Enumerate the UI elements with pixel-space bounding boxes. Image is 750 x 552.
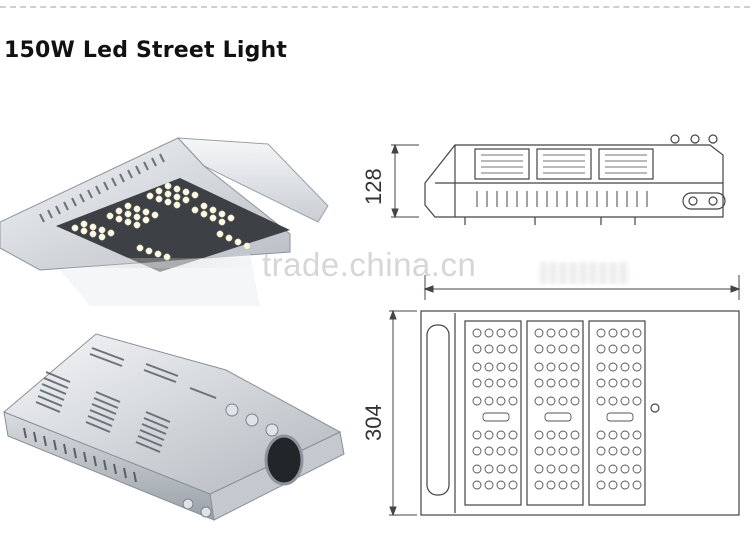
housing-back-photo xyxy=(3,333,345,521)
led-face-photo xyxy=(0,137,329,306)
side-height-label: 128 xyxy=(361,168,386,205)
page-title: 150W Led Street Light xyxy=(4,38,288,63)
watermark-text: trade.china.cn xyxy=(262,246,477,283)
top-divider xyxy=(0,6,750,8)
plan-view xyxy=(420,310,740,516)
plan-depth-label: 304 xyxy=(361,404,386,441)
watermark-band xyxy=(40,258,255,268)
blurred-width-label xyxy=(540,262,630,284)
led-grid xyxy=(472,328,642,490)
side-view xyxy=(424,134,726,225)
technical-drawing: 128 xyxy=(361,134,741,517)
